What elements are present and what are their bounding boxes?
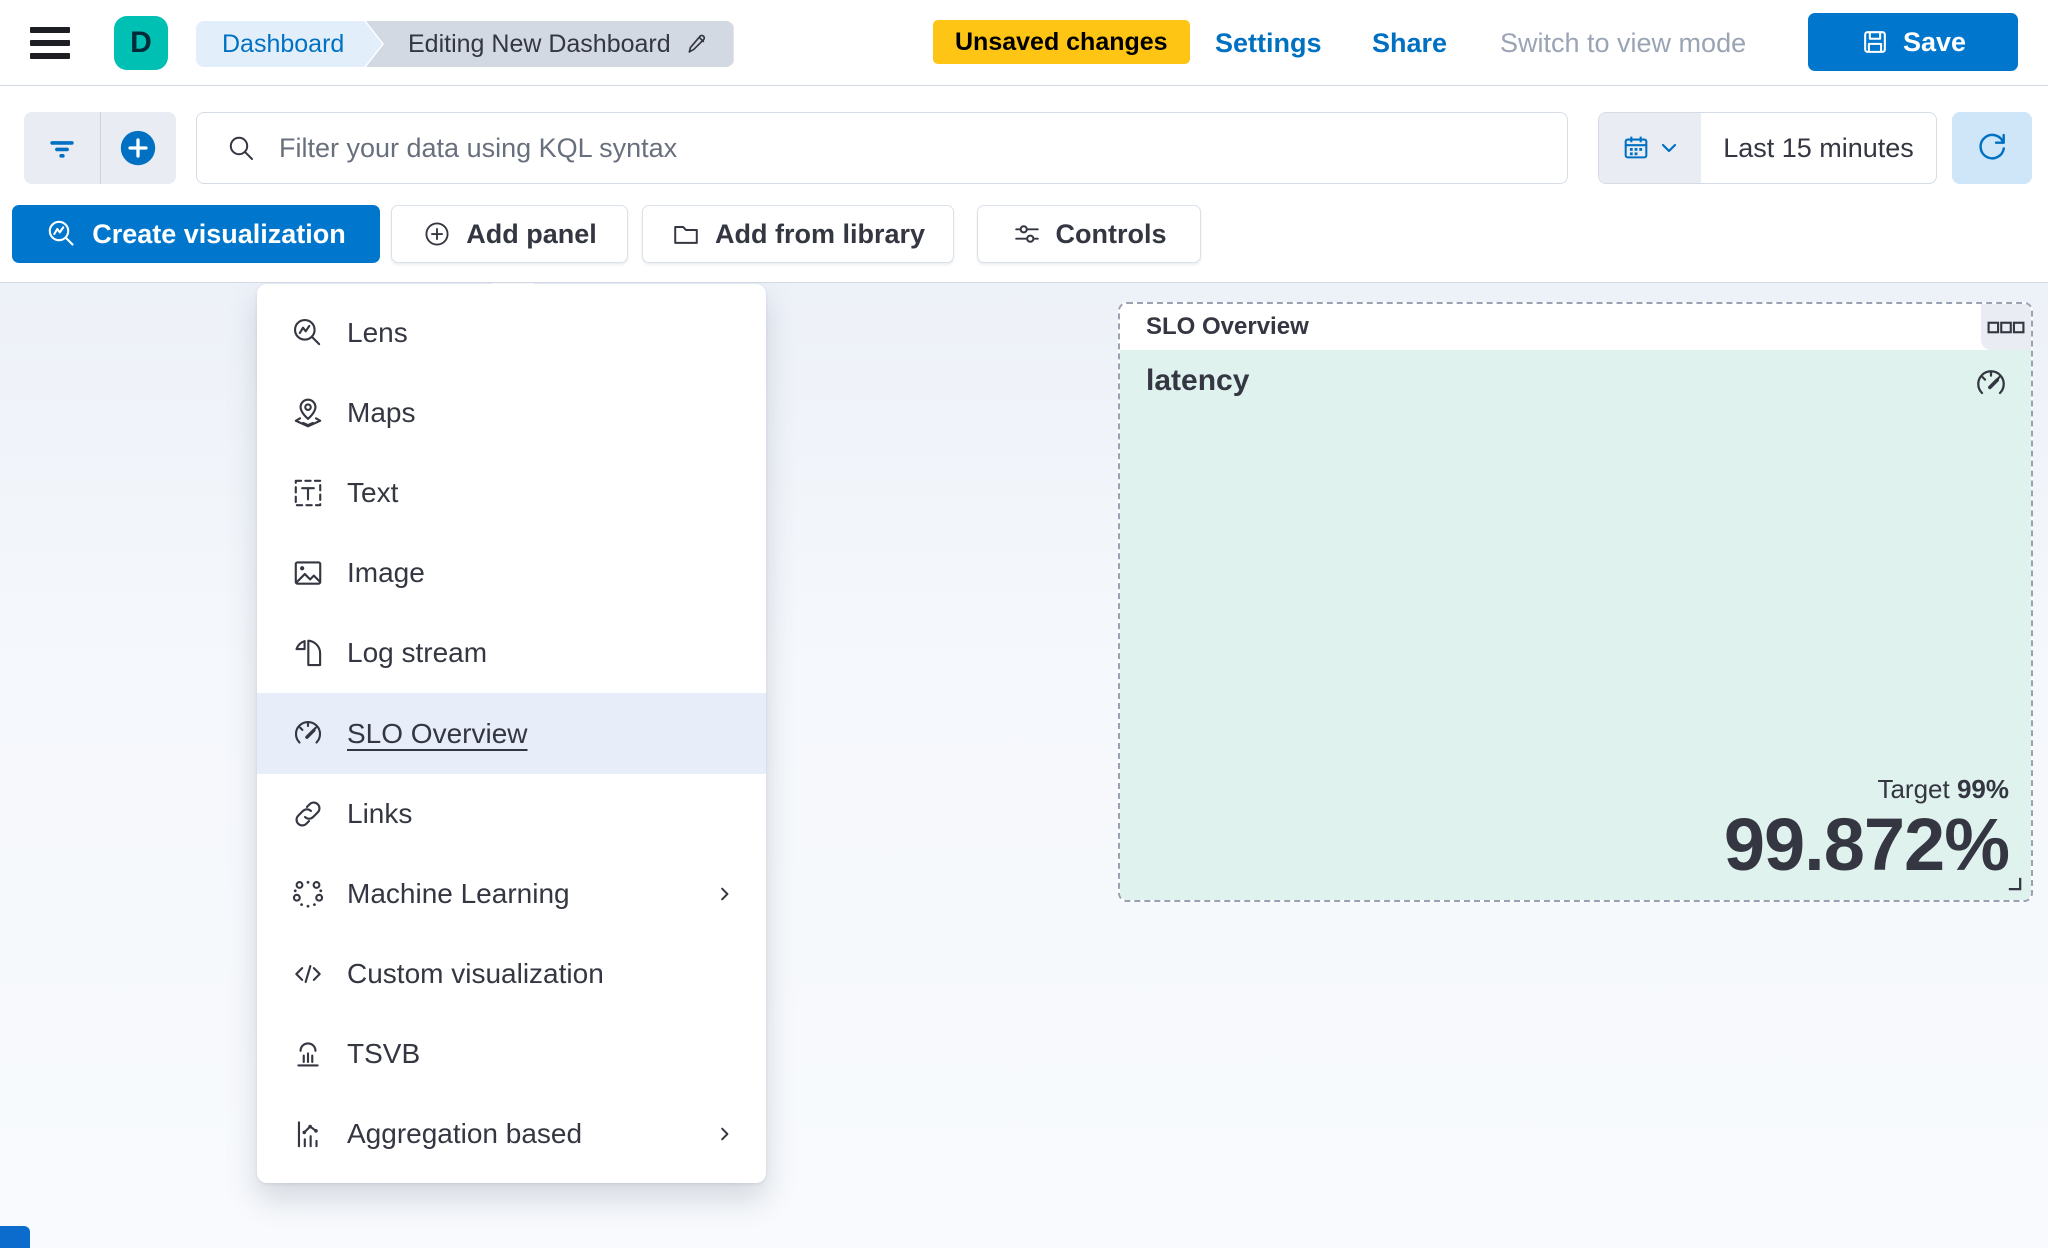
controls-button[interactable]: Controls: [977, 205, 1201, 263]
slo-name: latency: [1146, 364, 1250, 397]
toast-peek[interactable]: [0, 1226, 30, 1248]
top-header: D Dashboard Editing New Dashboard Unsave…: [0, 0, 2048, 86]
filter-button-group: [24, 112, 176, 184]
sliders-icon: [1014, 225, 1039, 243]
unsaved-changes-badge: Unsaved changes: [933, 20, 1190, 64]
menu-item-label: Maps: [347, 397, 416, 429]
time-range-value[interactable]: Last 15 minutes: [1723, 132, 1914, 163]
panel-options-icon: [1987, 321, 2025, 333]
menu-item-label: Aggregation based: [347, 1117, 583, 1149]
search-placeholder: Filter your data using KQL syntax: [279, 132, 678, 163]
share-link[interactable]: Share: [1372, 27, 1448, 58]
menu-item-lens[interactable]: Lens: [257, 293, 766, 373]
menu-item-slo-overview[interactable]: SLO Overview: [257, 693, 766, 774]
menu-item-label: Lens: [347, 317, 408, 349]
panel-header: SLO Overview: [1120, 304, 2031, 350]
add-from-library-label: Add from library: [714, 218, 926, 249]
controls-label: Controls: [1055, 218, 1167, 249]
gauge-icon: [294, 720, 322, 744]
time-picker: Last 15 minutes: [1598, 112, 1937, 184]
text-icon: [294, 479, 322, 507]
code-icon: [295, 964, 321, 983]
filter-icon[interactable]: [24, 112, 100, 184]
chevron-right-icon: [721, 1127, 729, 1141]
panel-options-button[interactable]: [1981, 304, 2031, 350]
maps-icon: [294, 398, 322, 428]
lens-icon: [48, 220, 74, 246]
add-panel-button[interactable]: Add panel: [391, 205, 628, 263]
menu-item-links[interactable]: Links: [257, 774, 766, 854]
create-visualization-label: Create visualization: [92, 218, 346, 249]
machine-learning-icon: [292, 880, 324, 908]
menu-item-log-stream[interactable]: Log stream: [257, 613, 766, 693]
menu-item-label: Machine Learning: [347, 877, 570, 909]
menu-item-tsvb[interactable]: TSVB: [257, 1014, 766, 1094]
slo-overview-panel[interactable]: SLO Overview latency Target 99% 99.872%: [1118, 302, 2033, 902]
target-label: Target: [1877, 773, 1950, 804]
menu-icon[interactable]: [28, 24, 72, 62]
settings-link[interactable]: Settings: [1215, 27, 1322, 58]
time-picker-calendar-button[interactable]: [1599, 113, 1701, 183]
menu-item-label: Log stream: [347, 637, 488, 669]
menu-item-label: Image: [347, 557, 425, 589]
add-from-library-button[interactable]: Add from library: [642, 205, 954, 263]
tsvb-icon: [297, 1042, 319, 1067]
save-label: Save: [1902, 26, 1967, 57]
save-icon: [1864, 31, 1886, 53]
add-panel-menu: Lens Maps Text Image: [257, 284, 766, 1183]
save-button[interactable]: Save: [1808, 13, 2018, 71]
refresh-icon: [1979, 133, 2006, 160]
plus-circle-icon: [425, 222, 449, 246]
add-filter-icon[interactable]: [100, 112, 176, 184]
image-icon: [294, 561, 322, 586]
calendar-icon: [1624, 136, 1648, 159]
breadcrumb-current[interactable]: Editing New Dashboard: [366, 21, 734, 67]
edit-pencil-icon: [688, 34, 705, 53]
breadcrumb-label: Dashboard: [222, 29, 345, 58]
menu-item-custom-visualization[interactable]: Custom visualization: [257, 934, 766, 1014]
refresh-button[interactable]: [1952, 112, 2032, 184]
lens-icon: [293, 319, 321, 346]
menu-item-label: TSVB: [347, 1037, 421, 1069]
menu-item-label: Links: [347, 797, 413, 829]
breadcrumb-label: Editing New Dashboard: [408, 29, 671, 58]
chevron-right-icon: [721, 887, 729, 900]
elastic-logo[interactable]: D: [114, 16, 168, 70]
menu-item-label: Text: [347, 477, 399, 509]
search-icon: [229, 136, 253, 160]
target-value: 99%: [1956, 773, 2009, 804]
resize-handle-icon[interactable]: [2006, 875, 2023, 892]
aggregation-icon: [297, 1121, 318, 1148]
panel-title[interactable]: SLO Overview: [1146, 313, 1309, 340]
add-panel-label: Add panel: [466, 218, 597, 249]
breadcrumb-dashboard[interactable]: Dashboard: [196, 21, 382, 67]
menu-item-text[interactable]: Text: [257, 453, 766, 533]
link-icon: [295, 801, 321, 827]
chevron-down-icon: [1661, 143, 1677, 153]
slo-panel-body: latency Target 99% 99.872%: [1120, 350, 2031, 900]
switch-view-mode-link[interactable]: Switch to view mode: [1500, 27, 1747, 58]
kql-search-input[interactable]: Filter your data using KQL syntax: [196, 112, 1568, 184]
menu-item-image[interactable]: Image: [257, 533, 766, 613]
create-visualization-button[interactable]: Create visualization: [12, 205, 380, 263]
log-stream-icon: [295, 640, 322, 667]
gauge-icon: [1977, 370, 2005, 395]
menu-item-machine-learning[interactable]: Machine Learning: [257, 854, 766, 934]
edit-toolbar: Create visualization Add panel Add from …: [0, 200, 2048, 283]
sli-value: 99.872%: [1723, 802, 2010, 886]
menu-item-label: SLO Overview: [347, 717, 528, 749]
slo-values: Target 99% 99.872%: [1723, 773, 2010, 886]
menu-item-label: Custom visualization: [347, 957, 604, 989]
folder-icon: [674, 225, 698, 244]
menu-item-aggregation-based[interactable]: Aggregation based: [257, 1094, 766, 1174]
menu-item-maps[interactable]: Maps: [257, 373, 766, 453]
unified-search-row: Filter your data using KQL syntax Last 1…: [0, 87, 2048, 200]
